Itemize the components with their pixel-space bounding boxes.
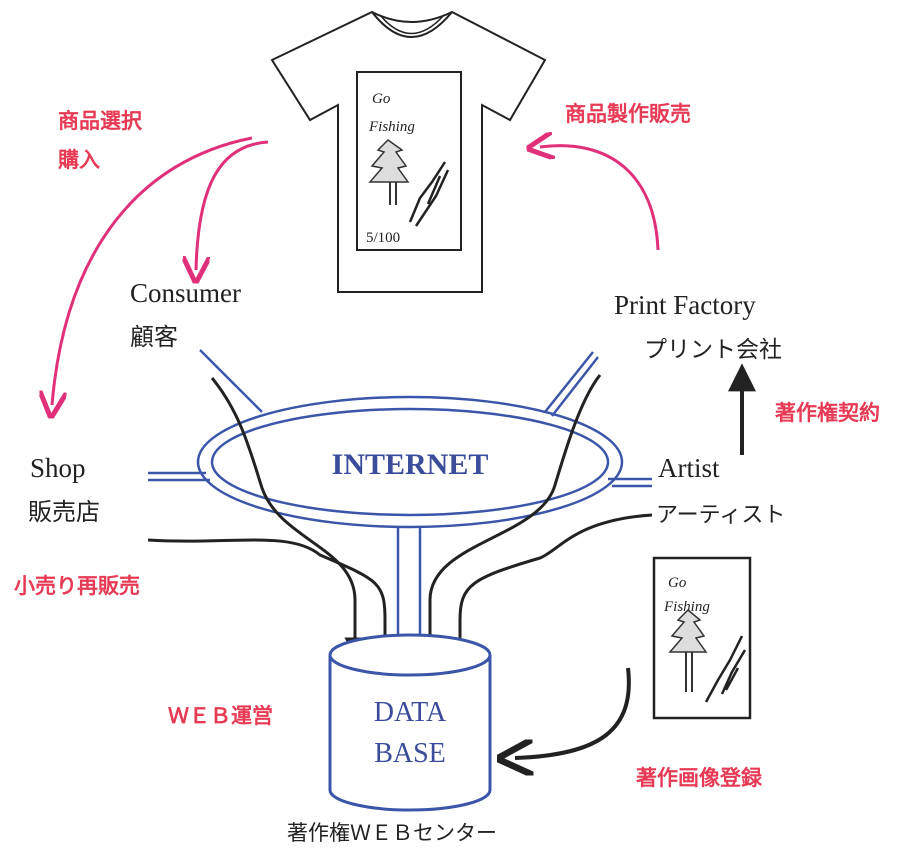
artwork-title-1: Go [668,575,687,591]
copyright-contract-label: 著作権契約 [775,401,880,425]
consumer-label: Consumer [130,278,241,308]
factory-to-product-arrow [540,146,660,251]
select-purchase-label-2: 購入 [57,148,100,172]
artwork-title-2: Fishing [663,599,710,615]
image-registration-arrow [515,667,631,758]
artist-label: Artist [658,453,720,483]
data-flow-lines [147,374,653,662]
copyright-center-label: 著作権ＷＥＢセンター [287,821,497,845]
network-connections [148,349,652,645]
web-operation-label: ＷＥＢ運営 [168,704,273,728]
image-registration-label: 著作画像登録 [636,766,763,790]
shop-purchase-arrow [52,136,253,405]
print-factory-jp-label: プリント会社 [644,337,782,363]
internet-label: INTERNET [332,448,489,481]
database-label-line-2: BASE [374,738,446,769]
select-purchase-label-1: 商品選択 [58,109,143,133]
internet-ring-outer [196,395,624,529]
tshirt-print-edition: 5/100 [366,230,400,246]
consumer-jp-label: 顧客 [130,323,178,351]
artist-jp-label: アーティスト [656,503,785,528]
shop-jp-label: 販売店 [28,498,100,526]
database-label-line-1: DATA [374,697,447,728]
internet-ring-inner [210,407,610,517]
shop-label: Shop [30,453,86,483]
artwork-image [652,556,752,720]
consumer-purchase-arrow [196,140,269,270]
tshirt-print-title-1: Go [372,91,391,107]
produce-sell-label: 商品製作販売 [565,102,691,126]
retail-resale-label: 小売り再販売 [14,574,140,598]
tshirt-print-title-2: Fishing [368,119,415,135]
print-factory-label: Print Factory [614,290,756,320]
database-icon [328,633,492,812]
tshirt-icon [270,10,547,293]
